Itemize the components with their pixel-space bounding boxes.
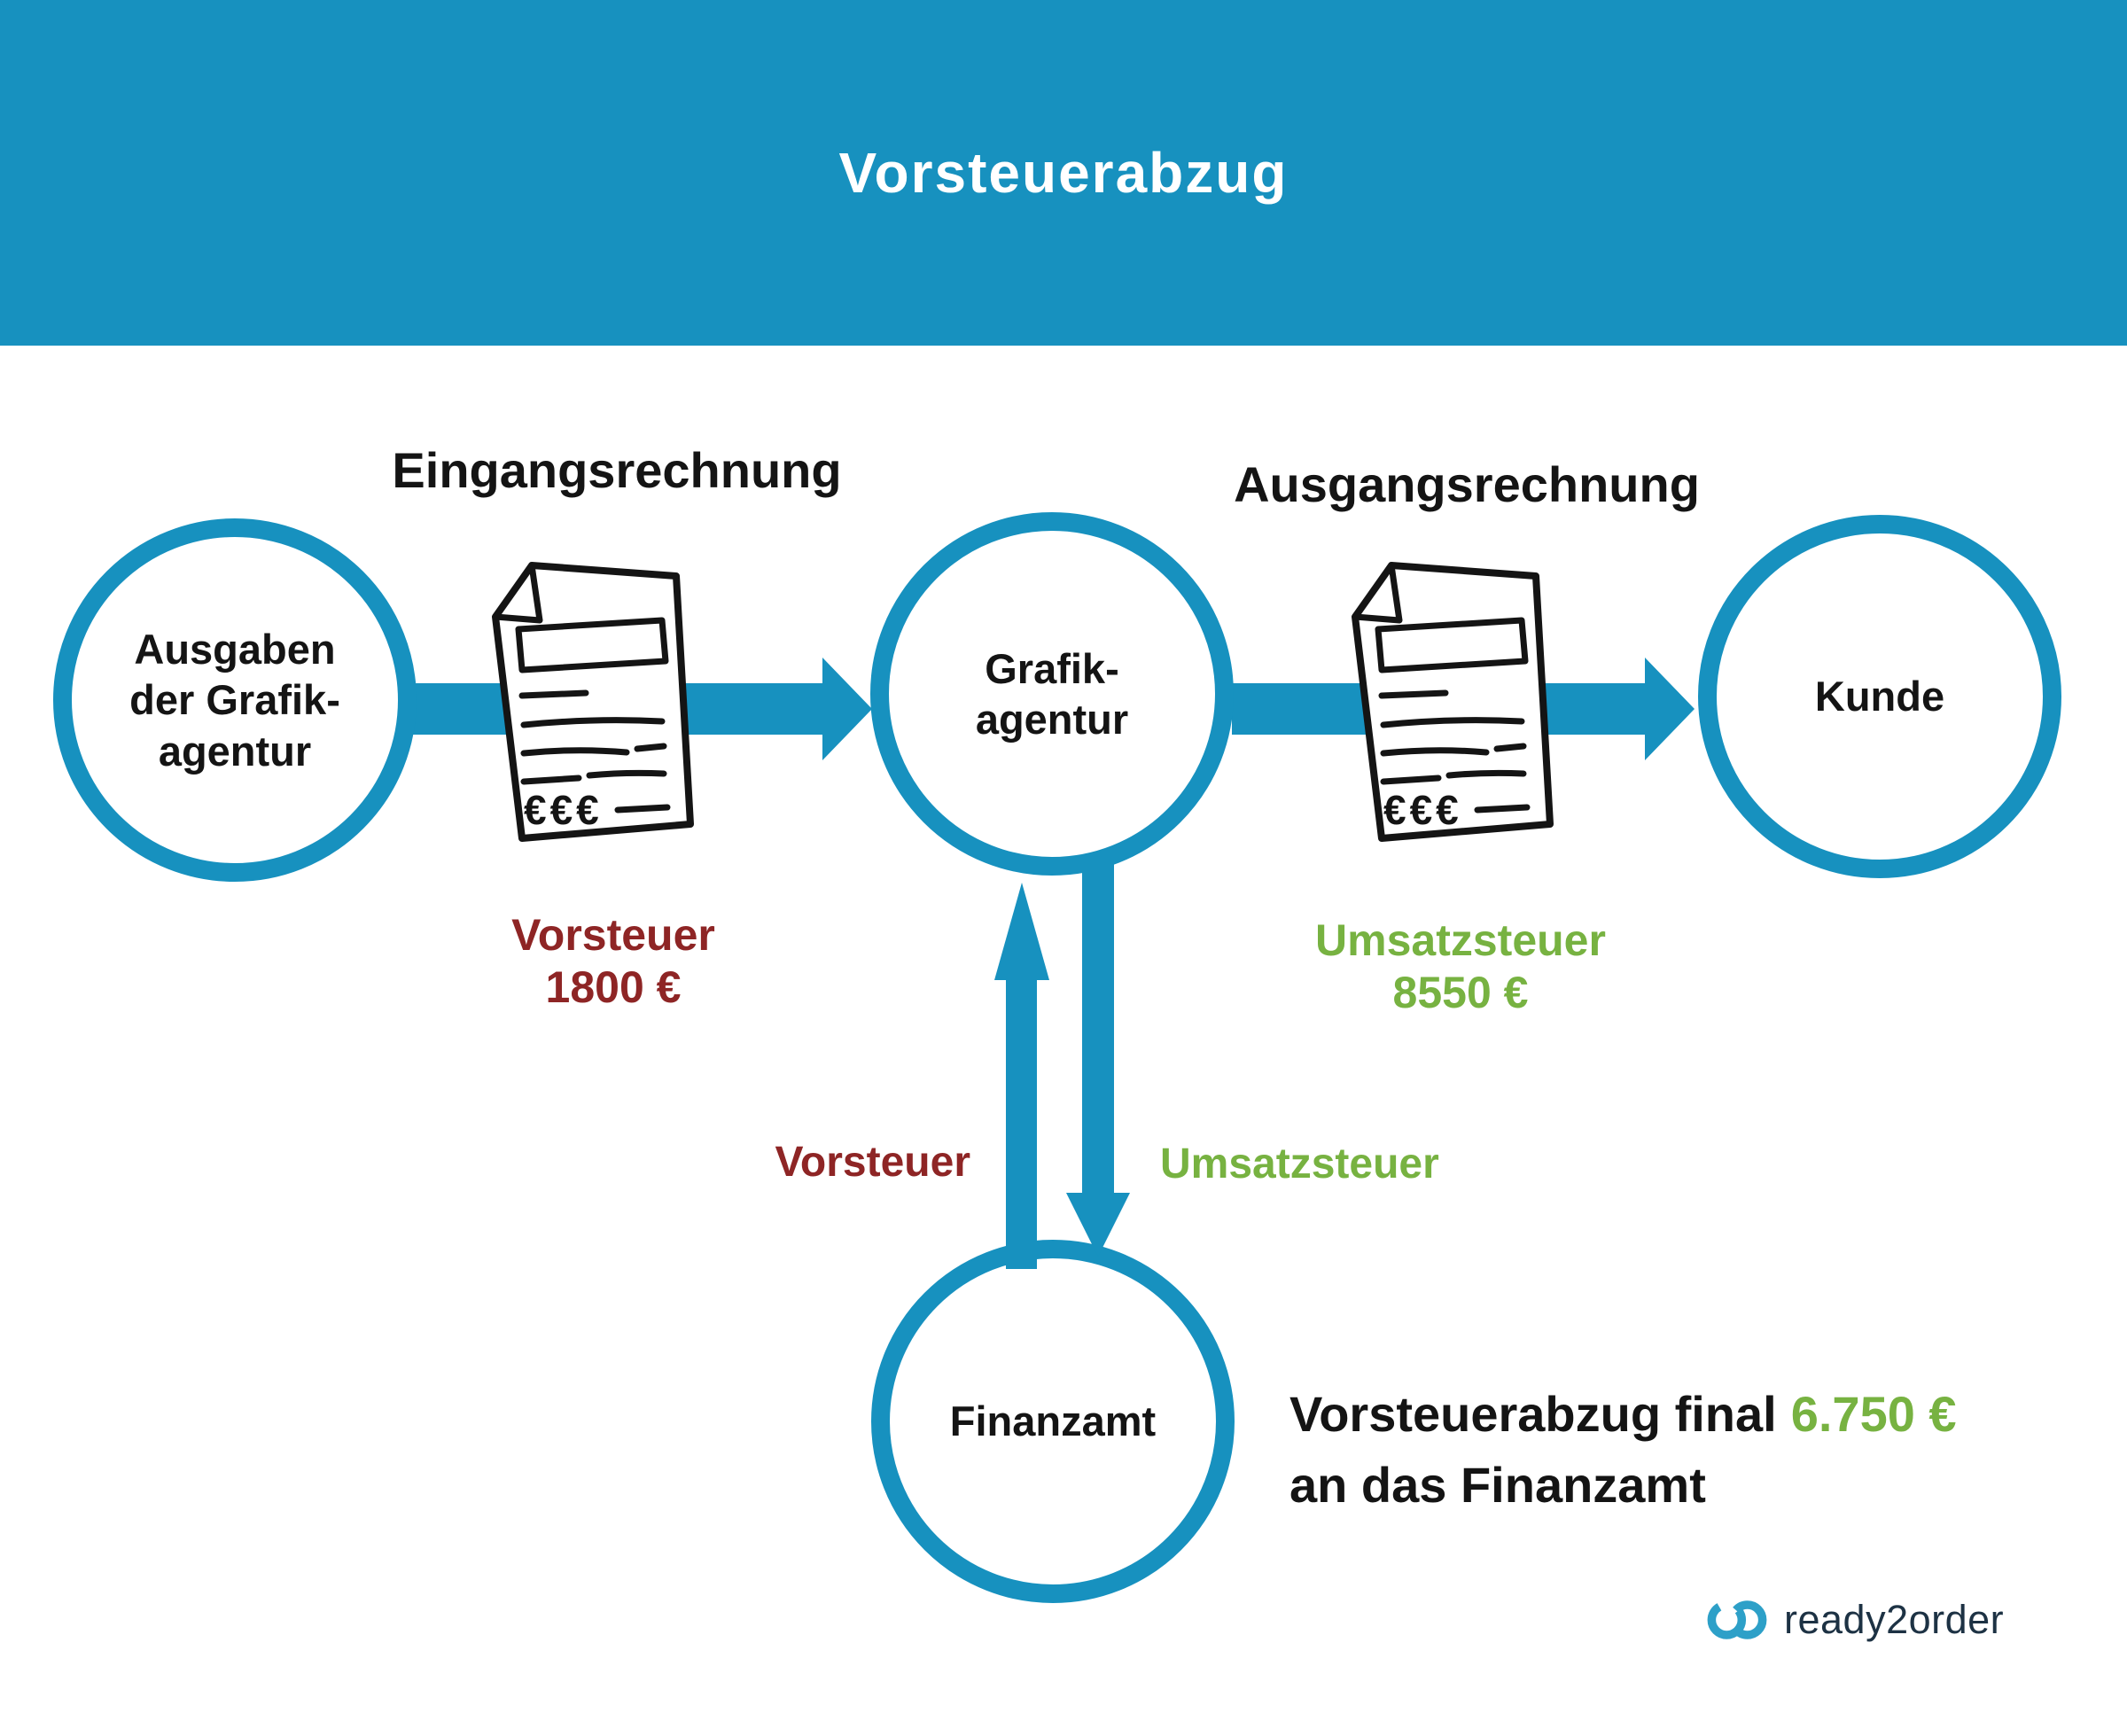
flow-label-vorsteuer: Vorsteuer	[775, 1139, 970, 1186]
arrow-umsatzsteuer-down-shaft	[1082, 864, 1114, 1196]
node-grafikagentur: Grafik- agentur	[870, 512, 1234, 876]
node-finanzamt: Finanzamt	[871, 1240, 1235, 1603]
ready2order-logo-icon	[1707, 1600, 1767, 1639]
node-kunde: Kunde	[1698, 515, 2061, 878]
vorsteuer-amount-block: Vorsteuer 1800 €	[511, 910, 715, 1012]
summary-line-2: an das Finanzamt	[1289, 1456, 1706, 1513]
invoice-euro-text: €€€	[1383, 787, 1462, 833]
node-ausgaben-der-grafikagentur: Ausgaben der Grafik- agentur	[53, 518, 417, 882]
node-label: Grafik- agentur	[975, 644, 1129, 743]
arrow-vorsteuer-up-shaft	[1006, 977, 1037, 1269]
invoice-document-icon: €€€	[1352, 562, 1554, 842]
ready2order-logo-text: ready2order	[1784, 1597, 2005, 1642]
summary-amount: 6.750 €	[1790, 1386, 1957, 1442]
node-label: Ausgaben der Grafik- agentur	[129, 626, 340, 775]
umsatzsteuer-amount-block: Umsatzsteuer 8550 €	[1315, 915, 1606, 1017]
arrow-ausgangsrechnung-head-icon	[1645, 658, 1695, 760]
arrow-eingangsrechnung-head-icon	[822, 658, 872, 760]
label-ausgangsrechnung: Ausgangsrechnung	[1234, 456, 1700, 512]
invoice-euro-text: €€€	[524, 787, 603, 833]
ready2order-logo: ready2order	[1706, 1595, 2004, 1645]
node-label: Finanzamt	[949, 1397, 1157, 1445]
arrow-umsatzsteuer-down-head-icon	[1066, 1193, 1130, 1257]
header-banner: Vorsteuerabzug	[0, 0, 2127, 346]
label-eingangsrechnung: Eingangsrechnung	[392, 442, 842, 498]
page-title: Vorsteuerabzug	[838, 141, 1289, 205]
arrow-vorsteuer-up-head-icon	[994, 883, 1049, 980]
invoice-document-icon: €€€	[492, 562, 694, 842]
node-label: Kunde	[1814, 673, 1945, 720]
flow-label-umsatzsteuer: Umsatzsteuer	[1160, 1140, 1439, 1187]
